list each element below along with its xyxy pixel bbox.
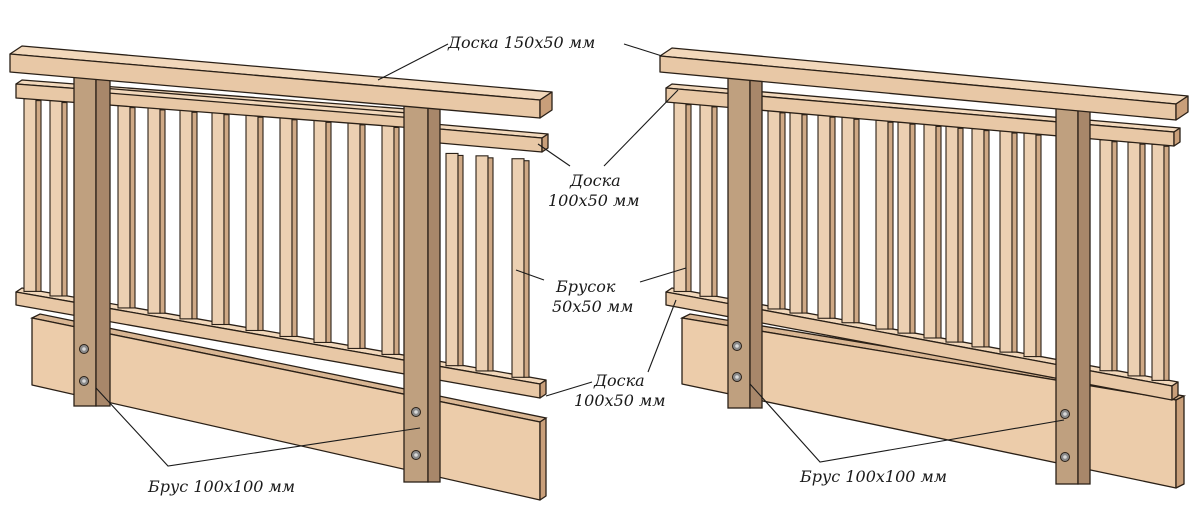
right-baluster-16 (1151, 143, 1165, 381)
label-lower-rail-line2: 100х50 мм (574, 391, 666, 410)
right-baluster-side-7 (887, 121, 894, 330)
left-railing (9, 45, 553, 501)
right-baluster-11 (971, 128, 985, 348)
left-baluster-4 (147, 107, 161, 314)
left-baluster-13 (475, 155, 489, 372)
right-balusters (673, 102, 1170, 381)
right-baluster-15 (1127, 141, 1141, 377)
left-baluster-6 (211, 112, 225, 326)
left-baluster-11 (381, 124, 395, 355)
left-baluster-2 (49, 100, 63, 297)
right-baluster-side-3 (779, 112, 786, 310)
right-baluster-14 (1099, 139, 1113, 372)
left-post-2 (403, 99, 441, 483)
right-baluster-side-12 (1011, 132, 1018, 353)
left-baluster-12 (445, 152, 459, 367)
leader-lines (95, 43, 1065, 467)
right-baluster-4 (789, 112, 803, 314)
label-top-board: Доска 150х50 мм (447, 33, 595, 52)
right-baluster-side-13 (1035, 134, 1042, 358)
right-baluster-side-6 (853, 118, 860, 324)
right-baluster-side-16 (1163, 145, 1170, 381)
labels: Доска 150х50 мм Доска 100х50 мм Брусок 5… (147, 33, 947, 496)
label-lower-rail-line1: Доска (593, 371, 645, 390)
left-bolts (79, 344, 421, 460)
right-baluster-side-8 (909, 123, 916, 334)
left-baluster-side-6 (223, 114, 230, 326)
left-baluster-14 (511, 158, 525, 378)
right-baluster-side-14 (1111, 141, 1118, 372)
right-baluster-1 (673, 102, 687, 293)
left-baluster-side-8 (291, 119, 298, 338)
right-bolts (732, 341, 1070, 462)
right-baluster-5 (817, 114, 831, 319)
left-baluster-side-10 (359, 124, 366, 349)
right-baluster-side-2 (711, 106, 718, 297)
left-baluster-8 (279, 117, 293, 338)
right-baluster-6 (841, 116, 855, 324)
label-upper-rail-line1: Доска (569, 171, 621, 190)
right-baluster-13 (1023, 132, 1037, 358)
left-post-1 (73, 65, 111, 407)
right-baluster-side-11 (983, 130, 990, 348)
right-baluster-2 (699, 104, 713, 297)
right-baluster-3 (767, 110, 781, 310)
left-baluster-10 (347, 122, 361, 349)
right-baluster-10 (945, 125, 959, 343)
label-post-left: Брус 100х100 мм (147, 477, 295, 496)
right-post-1 (727, 63, 763, 409)
left-baluster-7 (245, 114, 259, 332)
right-baluster-side-10 (957, 127, 964, 343)
left-baluster-5 (179, 109, 193, 320)
left-baluster-side-5 (191, 111, 198, 320)
left-baluster-side-1 (35, 100, 42, 292)
right-baluster-side-4 (801, 114, 808, 314)
left-balusters (23, 98, 530, 378)
left-baluster-side-11 (393, 126, 400, 355)
right-baluster-7 (875, 119, 889, 330)
left-baluster-side-7 (257, 116, 264, 332)
left-upper-rail (15, 79, 549, 153)
left-baluster-side-14 (523, 160, 530, 378)
right-baluster-side-5 (829, 116, 836, 319)
left-baluster-3 (117, 105, 131, 309)
right-top-board (659, 47, 1189, 121)
left-baluster-side-9 (325, 121, 332, 343)
right-baluster-side-15 (1139, 143, 1146, 377)
left-baluster-9 (313, 119, 327, 343)
left-baluster-side-2 (61, 102, 68, 297)
right-baluster-side-1 (685, 104, 692, 293)
right-baluster-8 (897, 121, 911, 334)
right-upper-rail (665, 83, 1181, 147)
label-baluster-line2: 50х50 мм (552, 297, 633, 316)
right-baluster-12 (999, 130, 1013, 353)
right-baluster-9 (923, 123, 937, 339)
left-baluster-side-12 (457, 154, 464, 367)
left-baluster-side-4 (159, 109, 166, 314)
left-baluster-side-13 (487, 157, 494, 372)
left-baluster-1 (23, 98, 37, 292)
left-baluster-side-3 (129, 107, 136, 309)
label-post-right: Брус 100х100 мм (799, 467, 947, 486)
left-top-board (9, 45, 553, 119)
right-baluster-side-9 (935, 125, 942, 339)
right-railing (659, 47, 1189, 489)
label-baluster-line1: Брусок (555, 277, 616, 296)
label-upper-rail-line2: 100х50 мм (548, 191, 640, 210)
right-post-2 (1055, 93, 1091, 485)
